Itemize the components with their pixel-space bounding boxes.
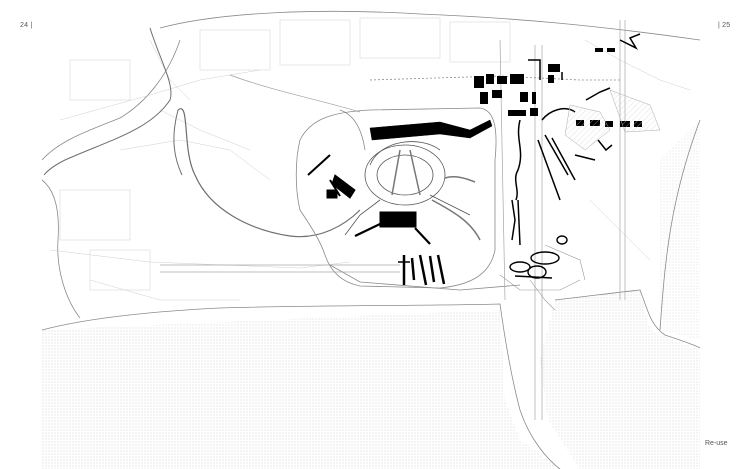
coastline: [41, 10, 701, 469]
southeast-fragments: [499, 244, 586, 311]
airport-boundary: [295, 75, 620, 291]
satellite-piers: [391, 149, 481, 241]
figure-caption: Re-use: [705, 440, 728, 447]
northeast-blocks: [474, 48, 642, 127]
page-number-left: 24 |: [20, 22, 33, 29]
terminal-ring: [344, 141, 471, 236]
northeast-hatched-area: [564, 89, 661, 151]
building-footprints: [307, 119, 493, 286]
oval-features: [509, 235, 568, 279]
page-number-right: | 25: [718, 22, 731, 29]
water-area: [42, 120, 700, 469]
highway: [43, 27, 366, 238]
northeast-lines: [511, 33, 641, 246]
